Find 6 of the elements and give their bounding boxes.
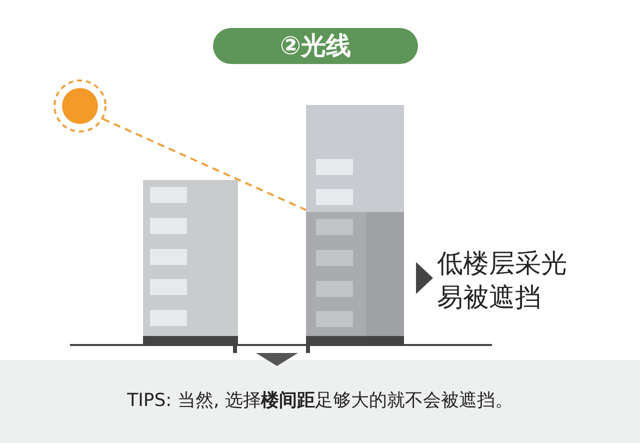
callout-text: 低楼层采光易被遮挡 [437,248,568,315]
tips-text: TIPS: 当然, 选择楼间距足够大的就不会被遮挡。 [126,389,514,413]
light-ray [102,118,306,211]
sun-icon [53,79,107,133]
building-drawing [306,105,404,345]
title-pill: ②光线 [213,28,418,64]
